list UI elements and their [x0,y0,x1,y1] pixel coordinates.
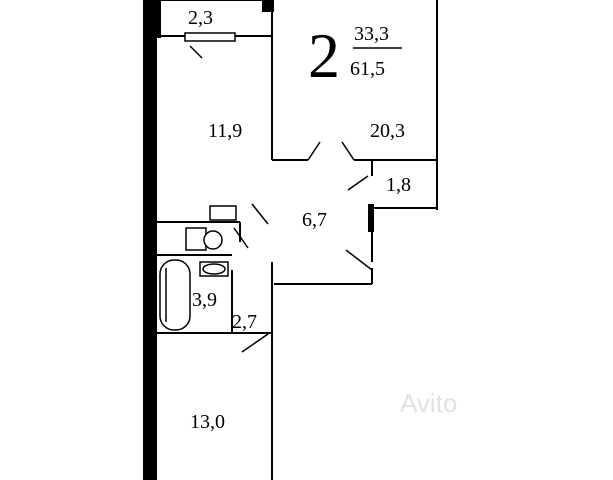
sink-icon [209,205,237,221]
balcony-window [184,32,236,42]
toilet-room-door-swing [241,333,269,353]
total-area: 61,5 [350,58,385,80]
label-closet: 1,8 [386,174,411,196]
basin-bowl-icon [202,263,226,275]
closet-wall-front [368,204,374,232]
label-bathroom: 3,9 [192,289,217,311]
bathtub-icon [159,259,191,331]
balcony-door-swing [189,45,203,59]
label-bedroom: 11,9 [208,120,242,142]
label-toilet: 2,7 [232,311,257,333]
bedroom-door-swing [307,141,321,161]
closet-door-swing [347,175,369,191]
toilet-icon [185,227,207,251]
rooms-count: 2 [308,20,340,91]
label-balcony: 2,3 [188,7,213,29]
living-door-swing [341,141,355,161]
balcony-wall-left [143,0,161,38]
outer-wall-left [143,0,157,480]
toilet-bowl-icon [203,230,223,250]
watermark: Avito [400,388,457,418]
label-kitchen: 13,0 [190,411,225,433]
toilet-door-swing [251,203,269,225]
hall-door-swing [345,249,373,271]
label-living-room: 20,3 [370,120,405,142]
toilet-door2-swing [233,227,249,249]
label-hall: 6,7 [302,209,327,231]
living-area: 33,3 [354,23,389,45]
